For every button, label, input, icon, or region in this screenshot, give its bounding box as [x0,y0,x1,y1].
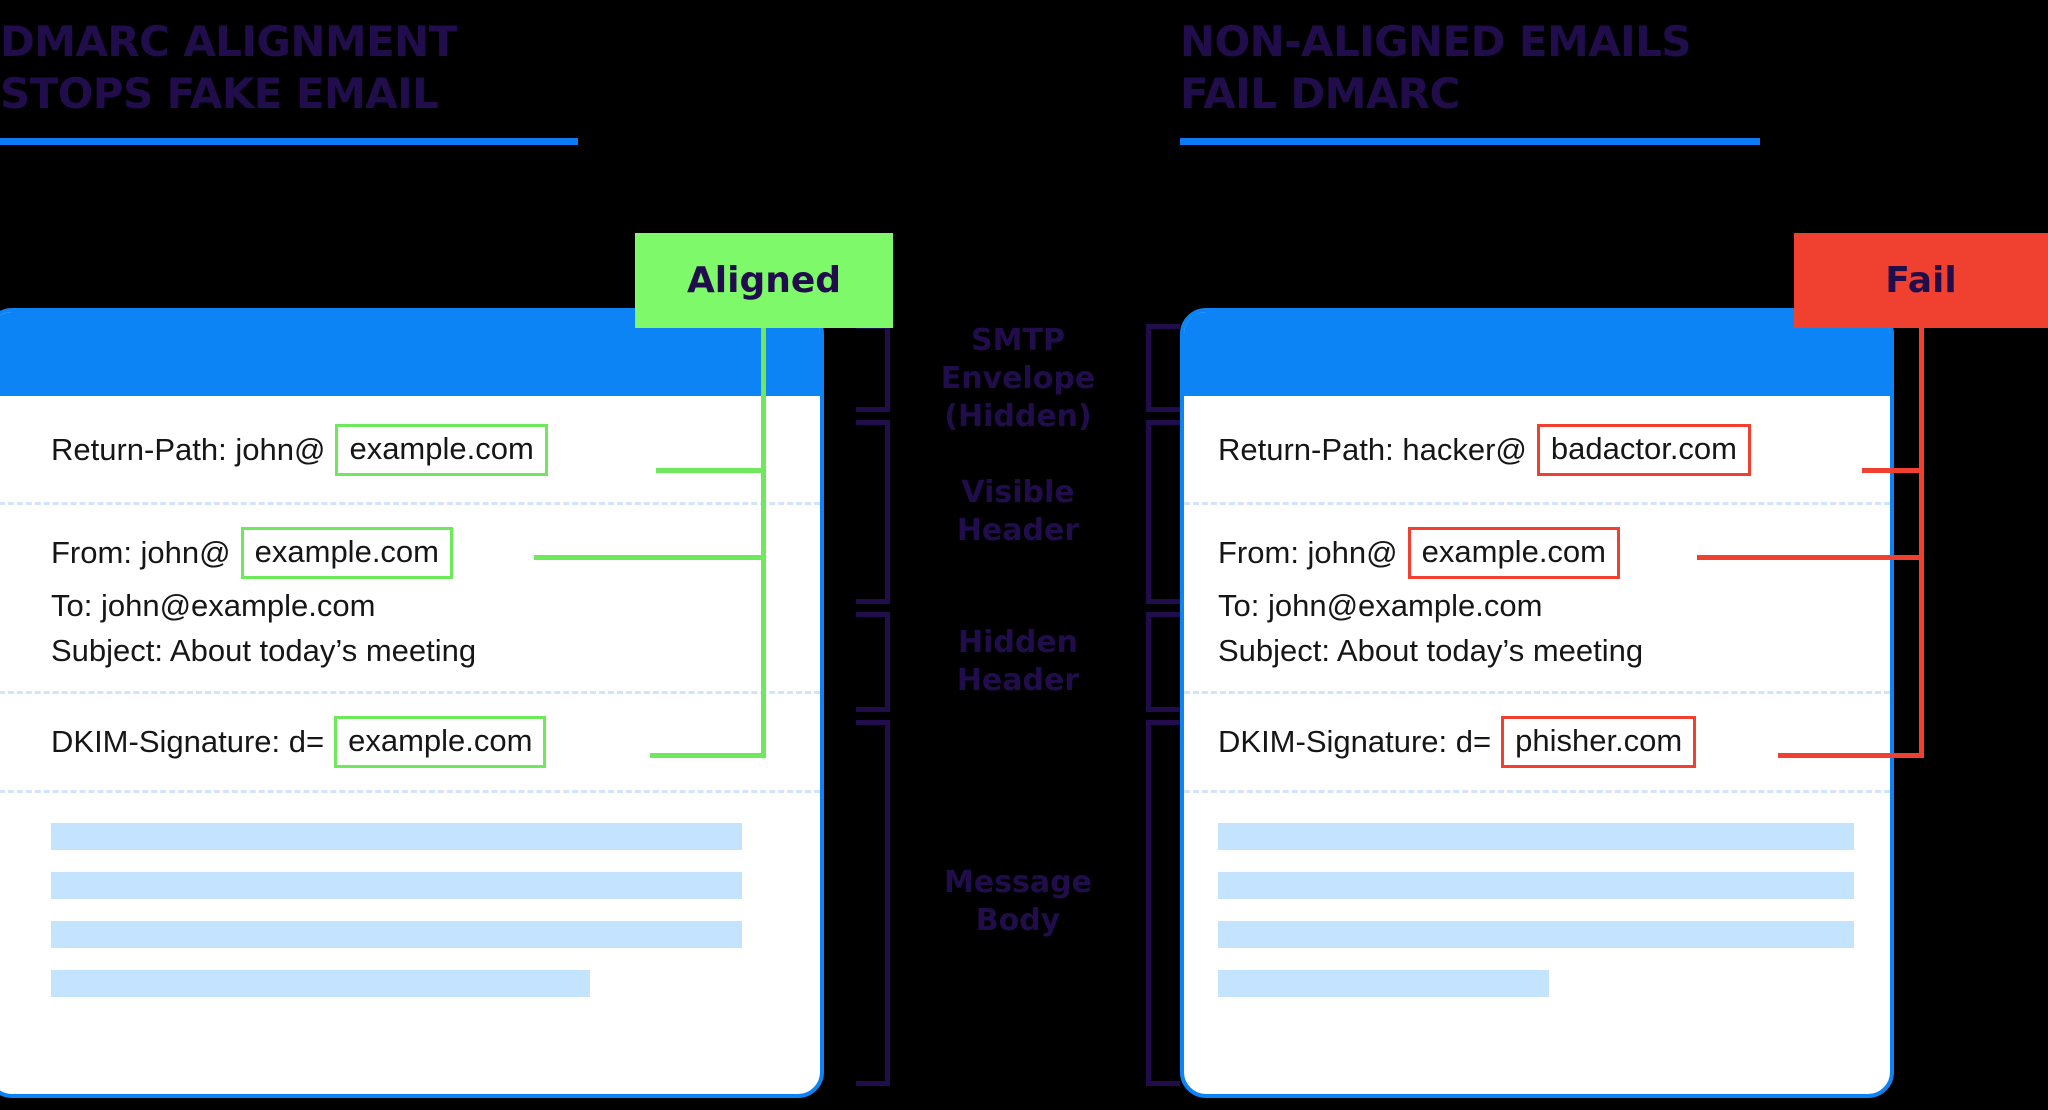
left-from-label: From: john@ [51,535,231,570]
right-visible-header-block: From: john@ example.com To: john@example… [1184,505,1890,691]
right-connector-trunk [1919,328,1924,758]
right-heading-line-1: NON-ALIGNED EMAILS [1180,17,1692,66]
label-smtp-envelope-line-1: SMTP [971,323,1065,358]
bracket-left-hidden-header [856,612,890,712]
right-from-line: From: john@ example.com [1218,527,1890,579]
right-connector-branch-return-path [1862,468,1924,473]
left-connector-branch-return-path [656,468,766,473]
label-hidden-header-line-1: Hidden [957,625,1079,660]
left-heading-line-2: STOPS FAKE EMAIL [0,69,439,118]
left-return-path-label: Return-Path: john@ [51,432,326,467]
right-body-bar-1 [1218,823,1854,850]
bracket-left-visible-header [856,420,890,604]
left-heading-line-1: DMARC ALIGNMENT [0,17,457,66]
right-message-body-block [1184,793,1890,997]
aligned-badge: Aligned [635,233,893,328]
left-heading-rule [0,138,578,145]
right-separator-3 [1184,790,1890,793]
right-dkim-domain: phisher.com [1501,716,1697,768]
right-from-domain: example.com [1407,527,1620,579]
right-dkim-label: DKIM-Signature: d= [1218,724,1492,759]
left-return-path-line: Return-Path: john@ example.com [51,424,820,476]
right-panel-heading: NON-ALIGNED EMAILS FAIL DMARC [1180,16,1760,145]
right-connector-branch-dkim [1778,753,1924,758]
right-hidden-header-block: DKIM-Signature: d= phisher.com [1184,694,1890,790]
right-connector-branch-from [1697,555,1924,560]
right-smtp-envelope-block: Return-Path: hacker@ badactor.com [1184,396,1890,502]
left-visible-header-block: From: john@ example.com To: john@example… [0,505,820,691]
left-from-line: From: john@ example.com [51,527,820,579]
right-body-bar-3 [1218,921,1854,948]
left-smtp-envelope-block: Return-Path: john@ example.com [0,396,820,502]
left-separator-2 [0,691,820,694]
left-body-bar-4 [51,970,590,997]
bracket-right-smtp-envelope [1146,324,1180,412]
left-dkim-domain: example.com [334,716,547,768]
left-separator-3 [0,790,820,793]
right-return-path-domain: badactor.com [1536,424,1751,476]
right-dkim-line: DKIM-Signature: d= phisher.com [1218,716,1890,768]
right-card-body: Return-Path: hacker@ badactor.com From: … [1184,396,1890,997]
label-visible-header-line-1: Visible [961,475,1075,510]
left-subject-line: Subject: About today’s meeting [51,633,477,668]
left-dkim-line: DKIM-Signature: d= example.com [51,716,820,768]
left-body-bar-2 [51,872,742,899]
section-bracket-column: SMTP Envelope (Hidden) Visible Header Hi… [856,308,1180,1098]
right-subject-line: Subject: About today’s meeting [1218,633,1644,668]
label-message-body: Message Body [856,864,1180,940]
left-message-body-block [0,793,820,997]
label-message-body-line-2: Body [975,903,1061,938]
left-dkim-label: DKIM-Signature: d= [51,724,325,759]
label-smtp-envelope-line-2: Envelope [940,361,1096,396]
left-connector-branch-dkim [650,753,766,758]
label-hidden-header-line-2: Header [956,663,1080,698]
fail-badge: Fail [1794,233,2048,328]
bracket-right-hidden-header [1146,612,1180,712]
left-from-domain: example.com [240,527,453,579]
left-body-bar-1 [51,823,742,850]
right-card-titlebar [1184,312,1890,396]
aligned-email-card: Return-Path: john@ example.com From: joh… [0,308,824,1098]
right-heading-line-2: FAIL DMARC [1180,69,1460,118]
bracket-right-message-body [1146,720,1180,1086]
right-return-path-label: Return-Path: hacker@ [1218,432,1527,467]
label-message-body-line-1: Message [944,865,1092,900]
right-return-path-line: Return-Path: hacker@ badactor.com [1218,424,1890,476]
right-separator-1 [1184,502,1890,505]
right-separator-2 [1184,691,1890,694]
label-smtp-envelope-line-3: (Hidden) [944,399,1092,434]
nonaligned-email-card: Return-Path: hacker@ badactor.com From: … [1180,308,1894,1098]
bracket-right-visible-header [1146,420,1180,604]
left-connector-trunk [761,328,766,758]
left-separator-1 [0,502,820,505]
label-smtp-envelope: SMTP Envelope (Hidden) [856,322,1180,436]
bracket-left-message-body [856,720,890,1086]
label-visible-header: Visible Header [856,474,1180,550]
right-body-bar-4 [1218,970,1549,997]
left-connector-branch-from [534,555,766,560]
right-from-label: From: john@ [1218,535,1398,570]
label-hidden-header: Hidden Header [856,624,1180,700]
right-heading-rule [1180,138,1760,145]
left-to-line: To: john@example.com [51,588,376,623]
left-card-body: Return-Path: john@ example.com From: joh… [0,396,820,997]
left-body-bar-3 [51,921,742,948]
left-hidden-header-block: DKIM-Signature: d= example.com [0,694,820,790]
right-body-bar-2 [1218,872,1854,899]
left-return-path-domain: example.com [335,424,548,476]
left-panel-heading: DMARC ALIGNMENT STOPS FAKE EMAIL [0,16,578,145]
right-to-line: To: john@example.com [1218,588,1543,623]
label-visible-header-line-2: Header [956,513,1080,548]
